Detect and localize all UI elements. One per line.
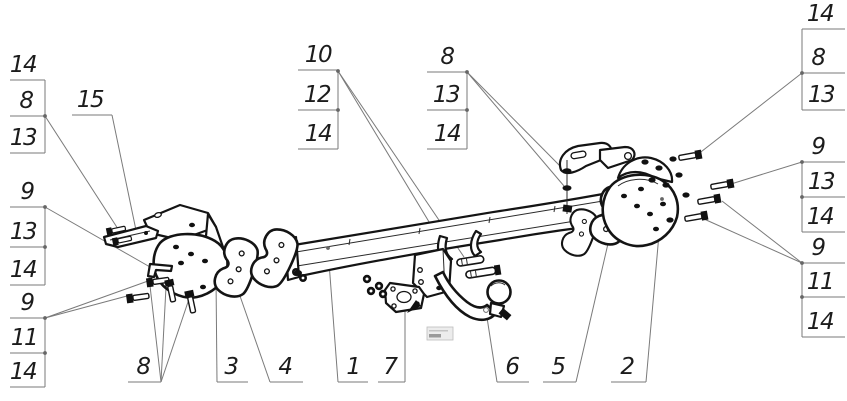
ball-mount-assembly [362, 229, 512, 341]
sticker [426, 326, 454, 341]
callout-ladder-lines [10, 28, 845, 388]
left-bracket-assembly [102, 203, 305, 315]
leader-lines [44, 70, 803, 383]
leader-junction-dots [43, 69, 804, 355]
right-bracket-assembly [557, 141, 736, 261]
pointer-arrow [407, 300, 421, 313]
